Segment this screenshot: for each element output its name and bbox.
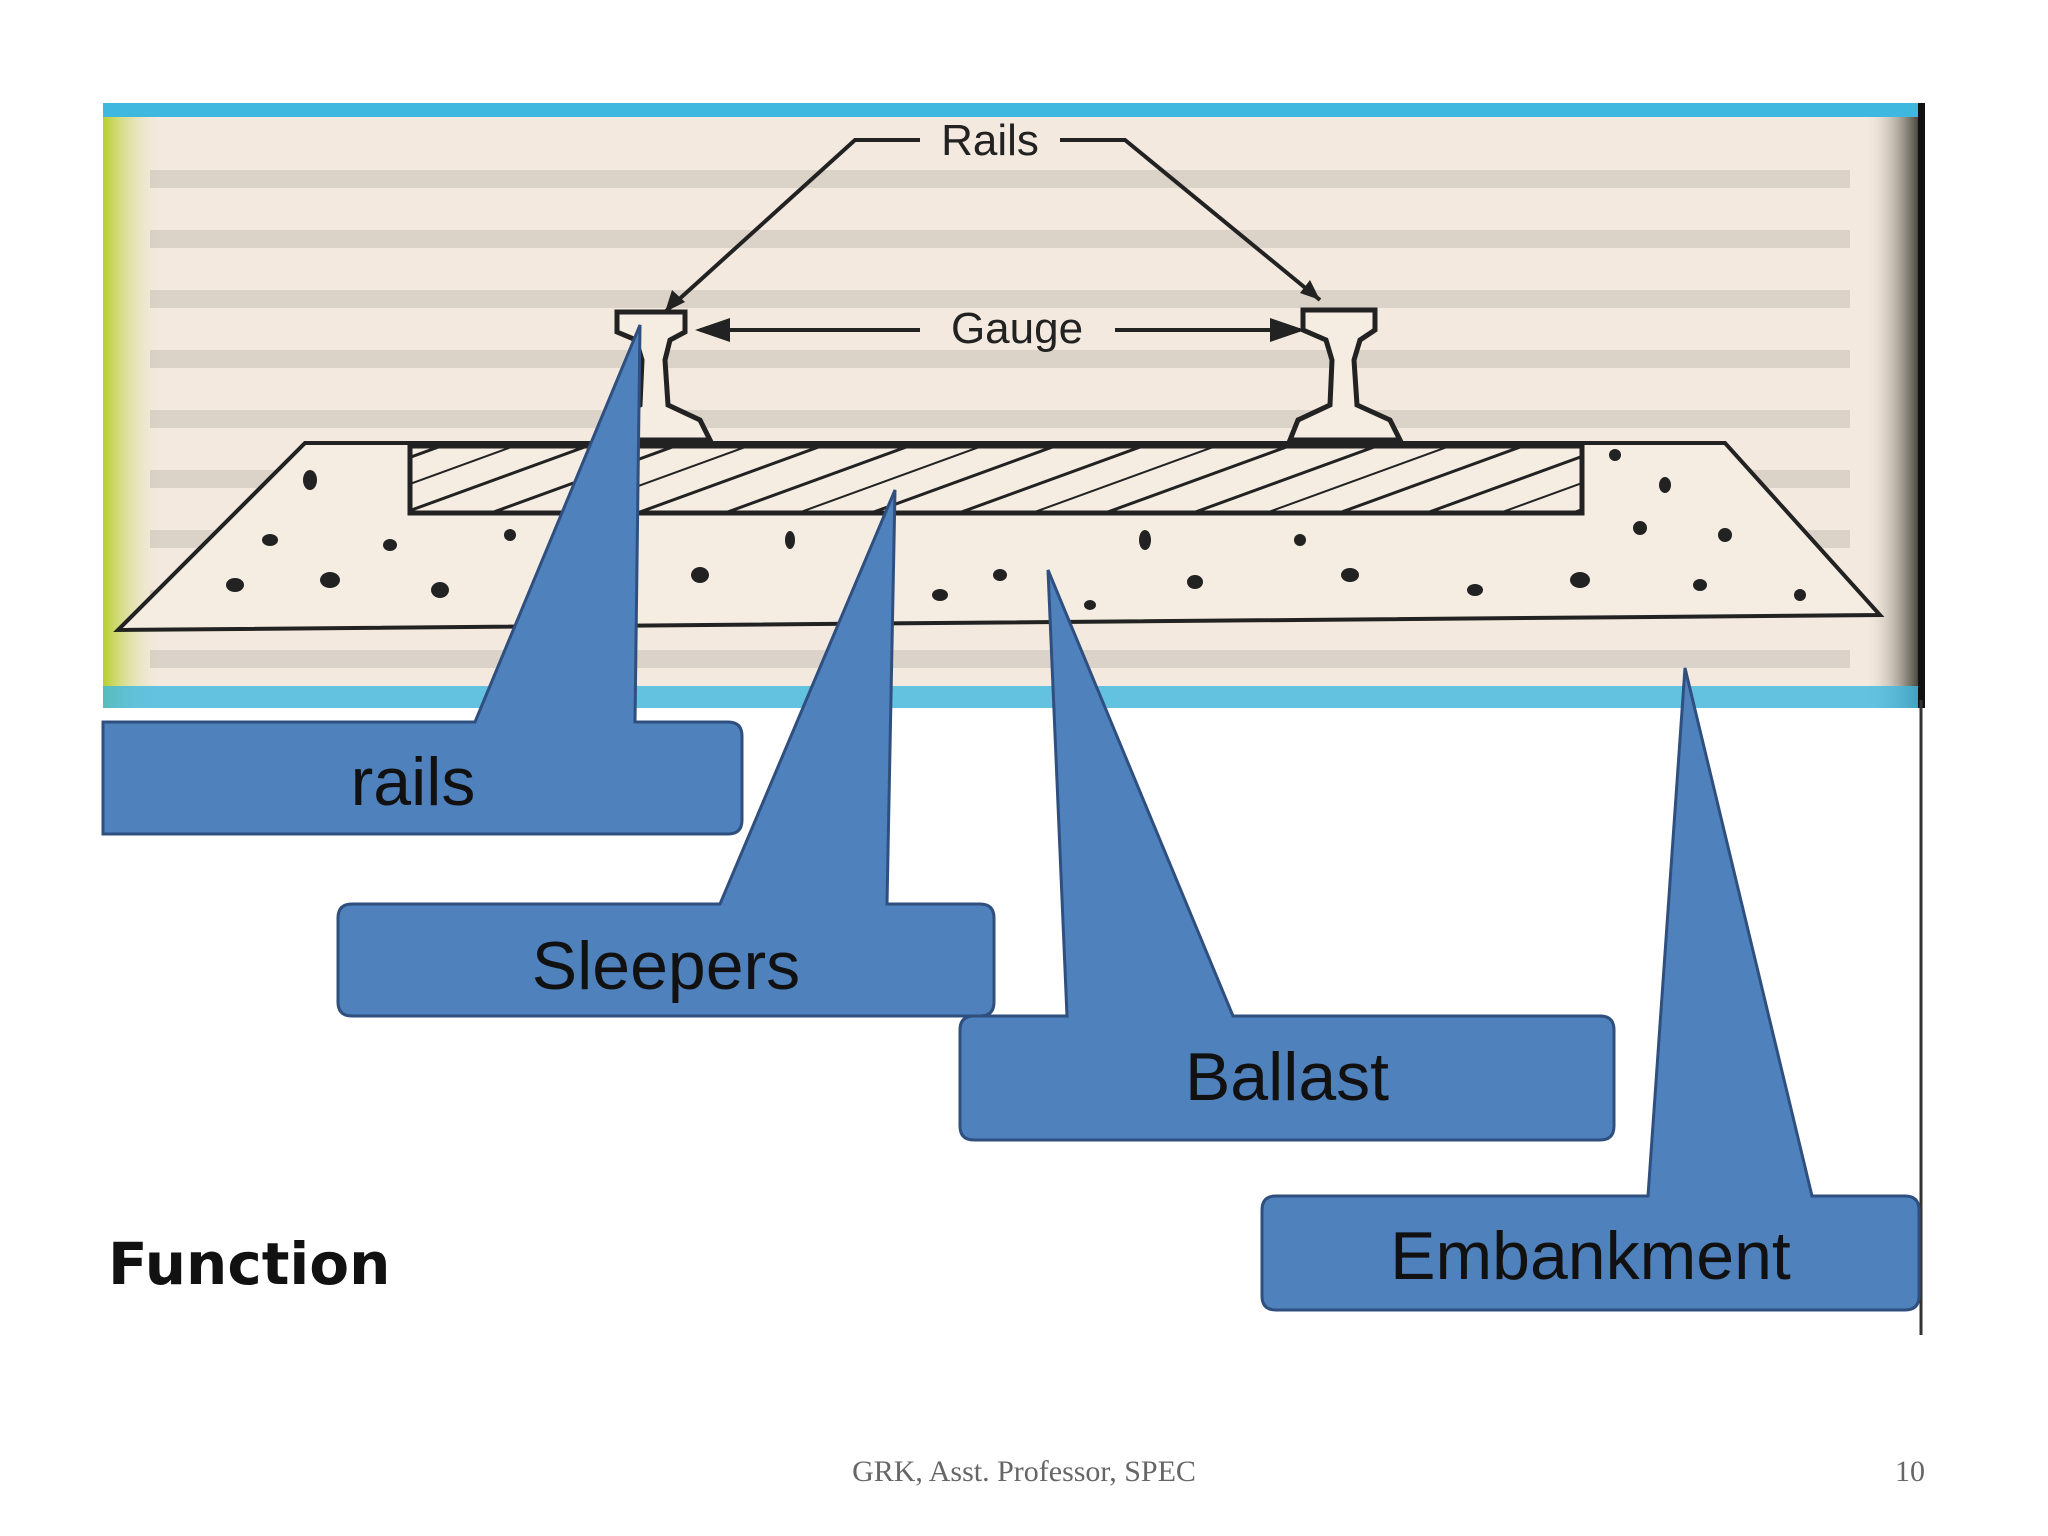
rails-leader-right xyxy=(1060,138,1322,302)
callout-label-embankment: Embankment xyxy=(1390,1218,1791,1294)
photo-top-border xyxy=(103,103,1925,117)
diagram-label-gauge: Gauge xyxy=(951,304,1083,353)
diagram-label-rails: Rails xyxy=(941,116,1039,165)
callout-label-rails: rails xyxy=(350,744,476,820)
callout-label-sleepers: Sleepers xyxy=(531,928,801,1004)
footer-text: GRK, Asst. Professor, SPEC xyxy=(852,1455,1196,1488)
function-heading: Function xyxy=(108,1230,391,1298)
photo-right-rule xyxy=(1918,103,1925,708)
gauge-arrow-left xyxy=(695,318,730,342)
callout-rails xyxy=(101,324,744,836)
track-cross-section-image: Rails Gauge xyxy=(103,103,1925,708)
callout-ballast xyxy=(958,569,1616,1142)
callout-embankment xyxy=(1260,667,1921,1312)
right-rail-shape xyxy=(1286,307,1405,443)
rails-leader-left xyxy=(663,138,920,314)
page-number: 10 xyxy=(1895,1455,1925,1488)
rails-arrow-left xyxy=(665,290,685,312)
callout-label-ballast: Ballast xyxy=(1184,1039,1390,1115)
gauge-arrow-right xyxy=(1270,318,1305,342)
photo-right-edge xyxy=(1865,103,1925,708)
photo-bottom-border xyxy=(103,686,1925,708)
rails-arrow-right xyxy=(1300,280,1320,300)
